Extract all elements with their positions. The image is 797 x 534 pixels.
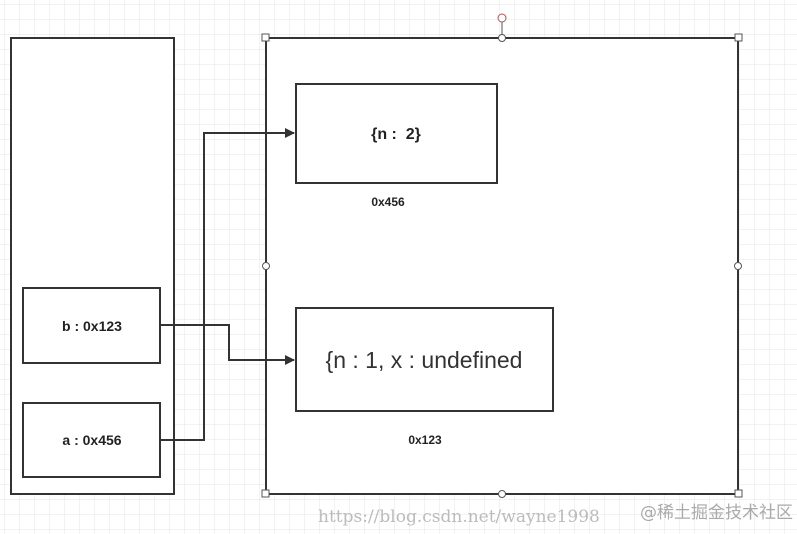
resize-handle-n[interactable] [498, 34, 506, 42]
resize-handle-sw[interactable] [261, 489, 270, 498]
object-top-text: {n : 2} [371, 126, 421, 143]
object-bottom-text: {n : 1, x : undefined [326, 347, 523, 373]
watermark-site: @稀土掘金技术社区 [640, 503, 793, 523]
object-top-box[interactable] [295, 83, 498, 184]
object-top-address: 0x456 [371, 195, 405, 209]
resize-handle-nw[interactable] [261, 33, 270, 42]
variable-a-label: a : 0x456 [62, 432, 121, 448]
selection-handles[interactable] [261, 13, 743, 498]
resize-handle-ne[interactable] [734, 33, 743, 42]
arrow-a-to-0x456[interactable] [160, 128, 295, 441]
variable-b-box[interactable] [22, 287, 161, 364]
resize-handle-w[interactable] [262, 262, 270, 270]
variable-b-label: b : 0x123 [62, 318, 122, 334]
variable-a-box[interactable] [22, 402, 161, 478]
object-bottom-box[interactable] [295, 307, 554, 412]
arrow-b-to-0x123[interactable] [160, 324, 295, 365]
object-bottom-address: 0x123 [408, 433, 442, 447]
watermark-url: https://blog.csdn.net/wayne1998 [318, 507, 600, 527]
resize-handle-s[interactable] [498, 490, 506, 498]
rotate-handle[interactable] [497, 13, 507, 23]
resize-handle-se[interactable] [734, 489, 743, 498]
resize-handle-e[interactable] [734, 262, 742, 270]
